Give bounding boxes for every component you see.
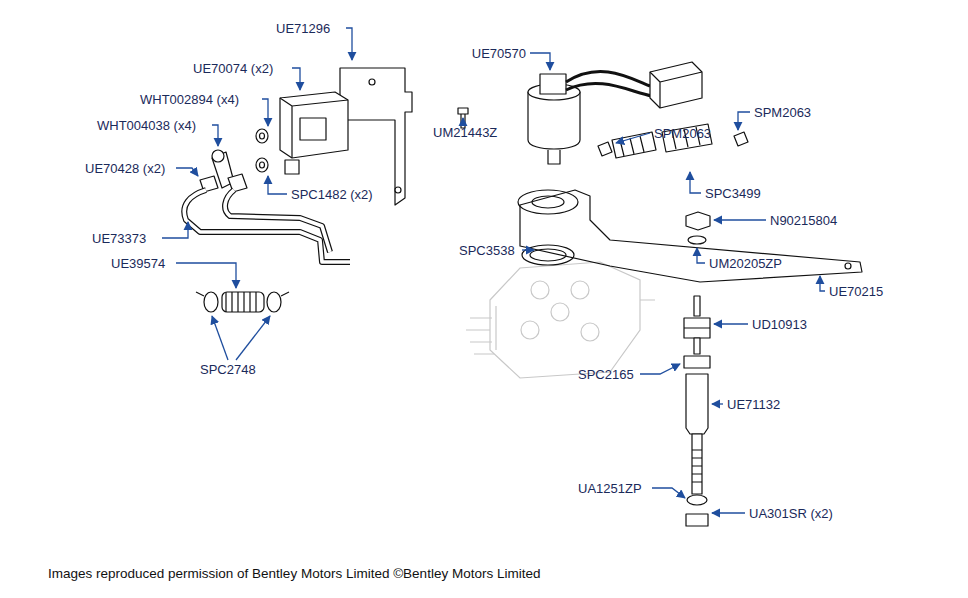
part-number: N90215804 <box>770 213 837 228</box>
part-number: UA1251ZP <box>578 481 642 496</box>
part-number: WHT004038 (x4) <box>97 118 196 133</box>
part-number: SPC2748 <box>200 362 256 377</box>
part-number: UE70074 (x2) <box>193 61 273 76</box>
part-number: UE70428 (x2) <box>85 161 165 176</box>
part-number: SPC3538 <box>459 243 515 258</box>
part-number: SPC2165 <box>578 367 634 382</box>
part-number: UE70215 <box>829 284 883 299</box>
part-number: UE71132 <box>727 397 780 412</box>
part-number: UM21443Z <box>433 125 497 140</box>
part-number: SPC3499 <box>705 186 761 201</box>
part-number: UE70570 <box>472 46 526 61</box>
part-number: UE39574 <box>111 256 165 271</box>
part-number: WHT002894 (x4) <box>140 92 239 107</box>
part-number: SPM2063 <box>654 126 711 141</box>
part-number: UE71296 <box>276 21 330 36</box>
parts-linework <box>184 62 862 526</box>
part-number: UE73373 <box>92 231 146 246</box>
part-number: UA301SR (x2) <box>749 506 833 521</box>
part-number: SPC1482 (x2) <box>291 187 373 202</box>
leader-lines <box>162 28 825 513</box>
valve-block <box>466 262 655 378</box>
copyright-caption: Images reproduced permission of Bentley … <box>48 566 540 582</box>
part-number: SPM2063 <box>754 105 811 120</box>
part-number: UM20205ZP <box>709 256 782 271</box>
part-number: UD10913 <box>752 317 807 332</box>
